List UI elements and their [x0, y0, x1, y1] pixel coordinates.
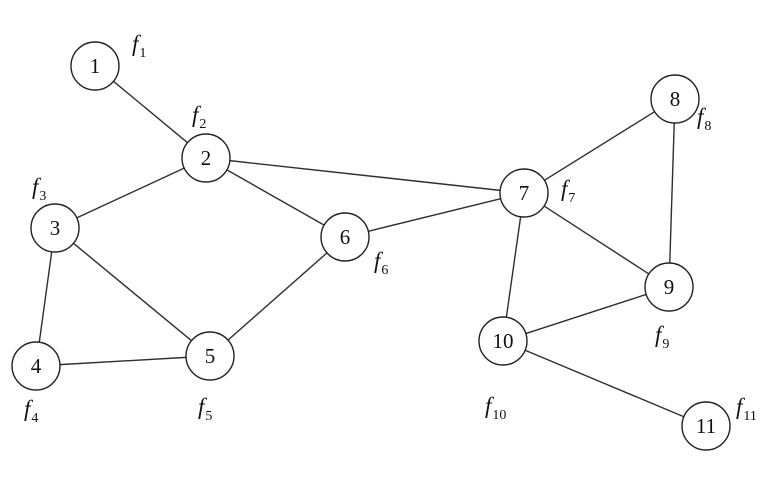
function-subscript: 5	[205, 409, 212, 424]
function-subscript: 9	[662, 337, 669, 352]
function-label-f10: f10	[485, 393, 506, 423]
edge-8-9	[669, 122, 675, 264]
function-symbol: f	[192, 102, 202, 127]
node-1: 1	[70, 41, 120, 91]
node-11: 11	[681, 401, 731, 451]
node-label-5: 5	[205, 344, 216, 368]
function-subscript: 1	[139, 46, 146, 61]
function-subscript: 8	[704, 119, 711, 134]
function-label-f8: f8	[697, 104, 711, 134]
edge-6-7	[368, 198, 501, 232]
node-circle-10	[478, 316, 528, 366]
function-label-f11: f11	[736, 394, 757, 424]
node-label-4: 4	[31, 354, 42, 378]
node-6: 6	[320, 212, 370, 262]
function-subscript: 6	[381, 263, 388, 278]
node-circle-11	[681, 401, 731, 451]
edge-5-6	[227, 252, 328, 341]
edge-2-7	[229, 159, 501, 192]
node-circle-5	[185, 331, 235, 381]
function-symbol: f	[132, 31, 142, 56]
node-9: 9	[644, 262, 694, 312]
node-label-7: 7	[519, 181, 530, 205]
edge-3-5	[73, 242, 192, 342]
function-symbol: f	[198, 394, 208, 419]
function-subscript: 4	[31, 411, 38, 426]
function-label-f6: f6	[374, 248, 388, 278]
edge-7-8	[544, 111, 655, 181]
node-10: 10	[478, 316, 528, 366]
node-label-9: 9	[664, 275, 675, 299]
node-circle-4	[11, 341, 61, 391]
function-label-f4: f4	[24, 396, 38, 426]
function-label-f9: f9	[655, 322, 669, 352]
function-symbol: f	[485, 393, 495, 418]
node-5: 5	[185, 331, 235, 381]
function-subscript: 3	[39, 189, 46, 204]
node-circle-9	[644, 262, 694, 312]
edge-1-2	[113, 80, 188, 144]
node-4: 4	[11, 341, 61, 391]
function-label-f3: f3	[32, 174, 46, 204]
edge-10-11	[524, 349, 685, 418]
node-3: 3	[30, 203, 80, 253]
function-subscript: 11	[743, 409, 756, 424]
node-2: 2	[181, 133, 231, 183]
node-circle-6	[320, 212, 370, 262]
edge-7-9	[543, 205, 650, 275]
node-label-1: 1	[90, 54, 101, 78]
function-subscript: 10	[492, 408, 506, 423]
node-circle-8	[650, 74, 700, 124]
function-subscript: 2	[199, 117, 206, 132]
edge-9-10	[525, 293, 647, 335]
nodes-layer: 1 2 3 4 5 6 7 8 9 10 11	[11, 41, 731, 451]
function-symbol: f	[32, 174, 42, 199]
edge-2-3	[76, 167, 185, 219]
edge-3-4	[38, 251, 53, 343]
node-label-8: 8	[670, 87, 681, 111]
function-symbol: f	[655, 322, 665, 347]
function-symbol: f	[697, 104, 707, 129]
node-label-6: 6	[340, 225, 351, 249]
node-circle-7	[499, 168, 549, 218]
function-label-f2: f2	[192, 102, 206, 132]
node-label-10: 10	[493, 329, 514, 353]
node-circle-2	[181, 133, 231, 183]
node-7: 7	[499, 168, 549, 218]
function-symbol: f	[561, 176, 571, 201]
node-circle-1	[70, 41, 120, 91]
function-symbol: f	[24, 396, 34, 421]
function-label-f7: f7	[561, 176, 575, 206]
edge-4-5	[59, 356, 187, 366]
node-label-3: 3	[50, 216, 61, 240]
function-symbol: f	[736, 394, 746, 419]
edges-layer	[38, 80, 685, 418]
node-label-2: 2	[201, 146, 212, 170]
function-symbol: f	[374, 248, 384, 273]
edge-7-10	[505, 216, 522, 318]
node-label-11: 11	[696, 414, 716, 438]
function-label-f5: f5	[198, 394, 212, 424]
function-label-f1: f1	[132, 31, 146, 61]
node-8: 8	[650, 74, 700, 124]
function-subscript: 7	[568, 191, 575, 206]
edge-2-6	[226, 169, 325, 226]
node-circle-3	[30, 203, 80, 253]
